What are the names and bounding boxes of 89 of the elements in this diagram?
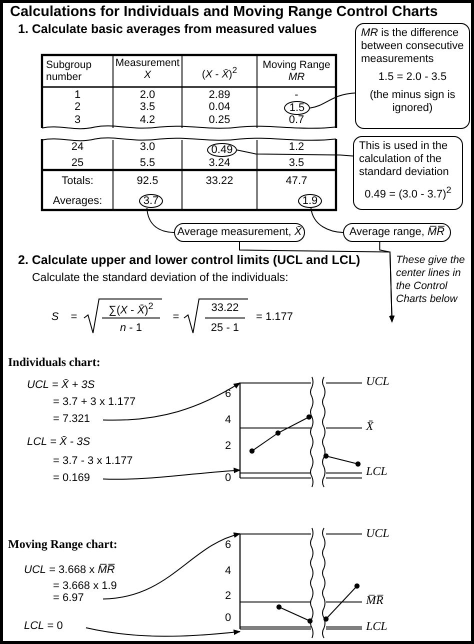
callout-box: Average measurement, X̄: [174, 223, 305, 242]
chart-heading: Individuals chart:: [8, 355, 102, 370]
control-chart-drawing: [239, 528, 362, 638]
table-cell-text: 0.7: [288, 114, 306, 126]
leader-line: [146, 208, 174, 233]
formula-text: =: [172, 311, 180, 324]
axis-tick-label: 4: [224, 565, 232, 578]
arrow: [86, 627, 241, 637]
callout-text: This is used in the calculation of the standard deviation: [359, 140, 450, 179]
axis-tick-label: 0: [224, 472, 232, 485]
table-cell-text: 3.5: [138, 101, 156, 113]
arrow: [102, 382, 241, 421]
formula-text: n - 1: [118, 322, 144, 335]
formula-text: LCL = 0: [24, 620, 86, 634]
formula-text: 33.22: [210, 302, 240, 315]
table-cell-text: 24: [70, 141, 85, 153]
table-cell-text: 1: [73, 89, 82, 101]
body-text: Calculate the standard deviation of the individuals:: [32, 272, 290, 284]
formula-text: UCL = 3.668 x M̅R̅: [24, 564, 116, 577]
formula-text: S: [50, 311, 60, 324]
table-cell-text: 47.7: [284, 175, 308, 187]
formula-text: =: [70, 311, 78, 324]
line-label: LCL: [366, 620, 388, 633]
callout-text: MR is the difference between consecutive measurements: [361, 27, 464, 66]
callout-box: [353, 136, 463, 210]
column-header: Moving Range MR: [262, 59, 332, 83]
column-header: (X - X̄)$^{2}$: [200, 64, 238, 80]
formula-text: 25 - 1: [210, 322, 240, 335]
leader-line: [310, 92, 356, 108]
arrow: [379, 242, 395, 323]
axis-tick-label: 4: [224, 414, 232, 427]
formula-text: LCL = X̄ - 3S: [27, 436, 92, 449]
note-text: These give the center lines in the Control Charts below: [396, 254, 466, 306]
callout-text: 0.49 = (3.0 - 3.7)$^{2}$: [364, 184, 452, 202]
table-cell-text: 33.22: [204, 175, 234, 187]
formula-text: = 3.668 x 1.9: [53, 580, 118, 593]
table-cell-text: 4.2: [138, 114, 156, 126]
table-cell-text: 3.0: [138, 141, 156, 153]
table-cell-text: 1.2: [288, 141, 306, 153]
heading: 1. Calculate basic averages from measured values: [18, 22, 318, 36]
table-cell-text: 0.25: [208, 114, 232, 126]
formula-text: = 3.7 - 3 x 1.177: [53, 455, 134, 468]
formula-text: UCL = X̄ + 3S: [27, 379, 96, 392]
table-cell-text: 25: [70, 157, 85, 169]
axis-tick-label: 6: [224, 539, 232, 552]
table-cell-text: 0.04: [208, 101, 232, 113]
table-cell-text: 2.0: [138, 89, 156, 101]
table-cell-text: Averages:: [52, 195, 104, 207]
arrow: [102, 468, 241, 480]
callout-text: 1.5 = 2.0 - 3.5: [377, 71, 448, 84]
table-cell-text: 2.89: [208, 89, 232, 101]
callout-text: (the minus sign is ignored): [368, 89, 456, 115]
axis-tick-label: 0: [224, 612, 232, 625]
arrow: [102, 532, 241, 600]
column-header: Measurement X: [114, 57, 181, 81]
formula-text: = 0.169: [53, 472, 103, 486]
column-header: Subgroup number: [46, 59, 93, 83]
table-cell-text: 3: [73, 114, 82, 126]
callout-box: [355, 23, 470, 129]
circled-value: 1.9: [298, 194, 322, 208]
chart-heading: Moving Range chart:: [8, 537, 118, 552]
heading: 2. Calculate upper and lower control limits (UCL and LCL): [18, 253, 362, 267]
circled-value: 3.7: [139, 194, 163, 208]
formula-text: = 1.177: [256, 311, 294, 324]
table-cell-text: 3.5: [288, 157, 306, 169]
line-label: UCL: [366, 527, 390, 540]
axis-tick-label: 2: [224, 440, 232, 453]
line-label: LCL: [366, 465, 388, 478]
table-cell-text: Totals:: [60, 175, 94, 187]
table-cell-text: 2: [73, 101, 82, 113]
table-cell-text: 3.24: [208, 157, 232, 169]
formula-text: = 7.321: [53, 413, 103, 427]
formula-text: = 3.7 + 3 x 1.177: [53, 396, 137, 409]
callout-box: Average range, M̅R̅: [343, 223, 451, 242]
line-label: UCL: [366, 375, 390, 388]
control-chart-drawing: [239, 376, 362, 488]
circled-value: 1.5: [284, 101, 310, 115]
table-cell-text: -: [294, 89, 300, 101]
circled-value: 0.49: [207, 143, 237, 157]
table-cell-text: 5.5: [138, 157, 156, 169]
axis-tick-label: 2: [224, 590, 232, 603]
line-label: X̄: [366, 420, 375, 433]
formula-text: = 6.97: [53, 592, 103, 606]
line-label: M̅R̅: [366, 594, 384, 607]
table-cell-text: 92.5: [136, 175, 160, 187]
leader-line: [236, 150, 354, 156]
formula-text: ∑(X - X̄)$^{2}$: [108, 300, 154, 318]
leader-line: [310, 208, 344, 233]
title: Calculations for Individuals and Moving Range Control Charts: [10, 4, 438, 20]
